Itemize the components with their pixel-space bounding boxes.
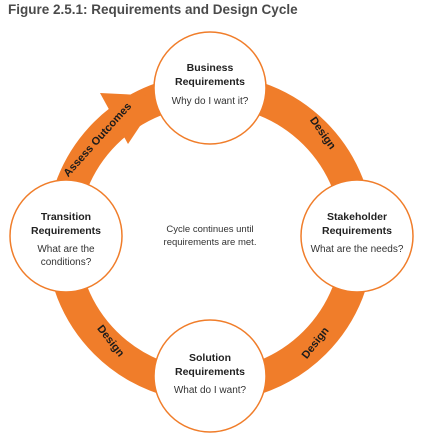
node-stakeholder-requirements: Stakeholder Requirements What are the ne… bbox=[300, 179, 414, 293]
node-business-title-line2: Requirements bbox=[175, 76, 245, 88]
node-business-title-line1: Business bbox=[187, 62, 234, 74]
node-business-question: Why do I want it? bbox=[172, 96, 249, 107]
cycle-arrowhead bbox=[100, 93, 160, 144]
node-solution-title-line1: Solution bbox=[189, 352, 231, 364]
node-stakeholder-circle bbox=[300, 179, 414, 293]
node-solution-title-line2: Requirements bbox=[175, 366, 245, 378]
node-transition-title-line2: Requirements bbox=[31, 225, 101, 237]
node-stakeholder-title-line2: Requirements bbox=[322, 225, 392, 237]
node-stakeholder-question: What are the needs? bbox=[311, 244, 404, 255]
node-transition-requirements: Transition Requirements What are the con… bbox=[9, 179, 123, 293]
node-transition-circle bbox=[9, 179, 123, 293]
figure-title: Figure 2.5.1: Requirements and Design Cy… bbox=[8, 2, 298, 17]
node-transition-question-line1: What are the bbox=[37, 244, 95, 255]
node-transition-title-line1: Transition bbox=[41, 211, 91, 223]
center-text-line2: requirements are met. bbox=[164, 237, 257, 248]
node-business-circle bbox=[153, 31, 267, 145]
node-solution-requirements: Solution Requirements What do I want? bbox=[153, 319, 267, 433]
node-business-requirements: Business Requirements Why do I want it? bbox=[153, 31, 267, 145]
node-solution-question: What do I want? bbox=[174, 385, 247, 396]
center-text-line1: Cycle continues until bbox=[166, 224, 253, 235]
node-solution-circle bbox=[153, 319, 267, 433]
node-transition-question-line2: conditions? bbox=[41, 257, 92, 268]
node-stakeholder-title-line1: Stakeholder bbox=[327, 211, 387, 223]
